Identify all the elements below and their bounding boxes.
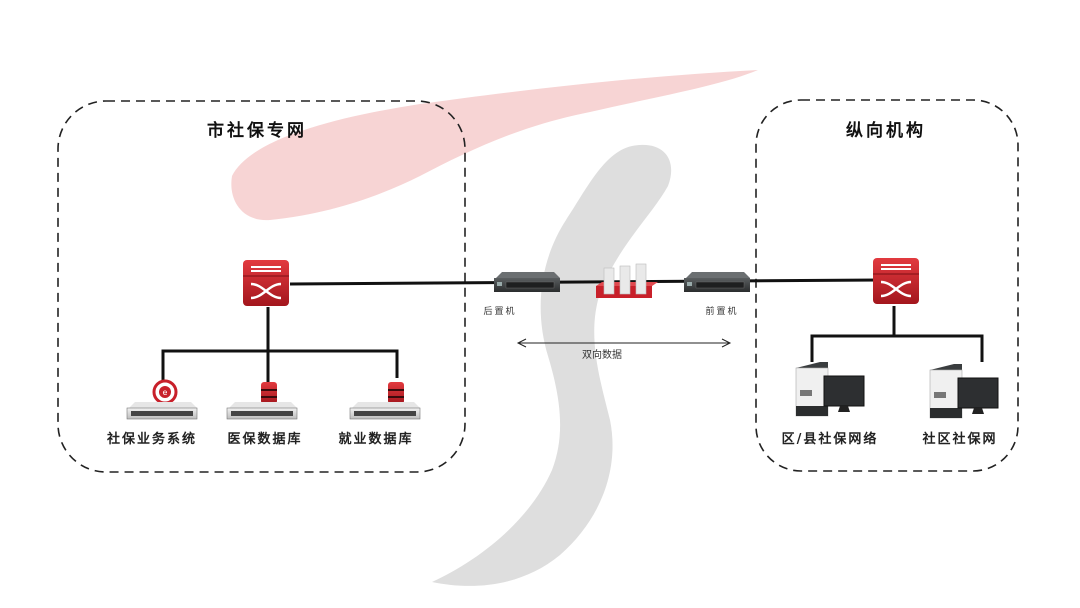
device-label: 区/县社保网络 [781,432,879,447]
back-server-icon [494,272,560,292]
device-label: 就业数据库 [338,432,414,447]
vertical-switch-icon [873,258,919,304]
main-link-line [289,278,881,286]
bidirectional-arrow [516,338,732,348]
pink-brush-stroke [231,70,758,221]
vertical-zone-title: 纵向机构 [846,121,926,141]
vertical-branch-line [810,334,984,362]
desktop-computer-icon [929,364,999,419]
front-server-icon [684,272,750,292]
firewall-icon [596,263,658,298]
vertical-zone-border [755,99,1019,472]
front-server-label: 前置机 [705,307,739,317]
web-server-icon: e [126,379,198,420]
database-server-icon [349,382,421,420]
svg-text:e: e [163,388,168,397]
city-zone-title: 市社保专网 [207,121,307,141]
device-label: 社区社保网 [922,432,998,447]
bidirectional-data-label: 双向数据 [582,350,622,361]
device-label: 社保业务系统 [106,432,198,447]
database-server-icon [226,382,298,420]
desktop-computer-icon [795,362,865,417]
back-server-label: 后置机 [483,307,517,317]
gray-brush-stroke [432,144,672,586]
city-branch-line [161,349,399,385]
city-switch-icon [243,260,289,306]
city-zone-border [57,100,466,473]
device-label: 医保数据库 [227,432,303,447]
